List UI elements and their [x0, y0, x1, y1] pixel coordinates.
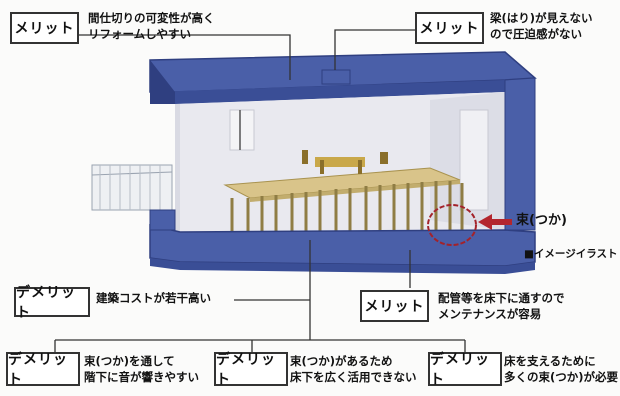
merit-text-partition: 間仕切りの可変性が高く リフォームしやすい	[88, 10, 215, 42]
demerit-tag-noise: デメリット	[6, 352, 80, 388]
demerit-tag-underfloor-space: デメリット	[214, 352, 288, 388]
demerit-text-underfloor-space-line-2: 床下を広く活用できない	[290, 370, 417, 384]
demerit-text-many-posts: 床を支えるために 多くの束(つか)が必要	[504, 353, 618, 385]
merit-text-partition-line-1: 間仕切りの可変性が高く	[88, 11, 215, 25]
merit-text-no-beam-line-1: 梁(はり)が見えない	[490, 11, 593, 25]
demerit-tag-cost: デメリット	[14, 285, 90, 321]
balcony-railing	[91, 164, 173, 211]
merit-text-no-beam: 梁(はり)が見えない ので圧迫感がない	[490, 10, 593, 42]
image-note: ■イメージイラスト	[524, 248, 618, 260]
merit-text-maintenance-line-2: メンテナンスが容易	[438, 307, 542, 321]
merit-text-partition-line-2: リフォームしやすい	[88, 27, 192, 41]
demerit-text-noise-line-2: 階下に音が響きやすい	[84, 370, 199, 384]
demerit-text-noise-line-1: 束(つか)を通して	[84, 354, 175, 368]
merit-tag-partition: メリット	[10, 12, 79, 44]
upper-slab	[149, 51, 537, 104]
tsuka-highlight-circle	[427, 204, 477, 246]
merit-tag-no-beam: メリット	[415, 12, 484, 44]
demerit-tag-many-posts: デメリット	[428, 352, 502, 388]
demerit-text-underfloor-space-line-1: 束(つか)があるため	[290, 354, 393, 368]
merit-text-maintenance: 配管等を床下に通すので メンテナンスが容易	[438, 290, 565, 322]
connector-lines	[54, 29, 466, 352]
merit-text-no-beam-line-2: ので圧迫感がない	[490, 27, 582, 41]
tsuka-label: 束(つか)	[516, 213, 567, 228]
merit-text-maintenance-line-1: 配管等を床下に通すので	[438, 291, 565, 305]
tsuka-arrow	[478, 214, 512, 230]
merit-tag-maintenance: メリット	[360, 290, 429, 322]
demerit-text-underfloor-space: 束(つか)があるため 床下を広く活用できない	[290, 353, 417, 385]
lower-slab	[149, 209, 536, 274]
demerit-text-many-posts-line-2: 多くの束(つか)が必要	[504, 370, 619, 384]
demerit-text-many-posts-line-1: 床を支えるために	[504, 354, 596, 368]
demerit-text-cost: 建築コストが若干高い	[96, 291, 211, 305]
demerit-text-noise: 束(つか)を通して 階下に音が響きやすい	[84, 353, 199, 385]
